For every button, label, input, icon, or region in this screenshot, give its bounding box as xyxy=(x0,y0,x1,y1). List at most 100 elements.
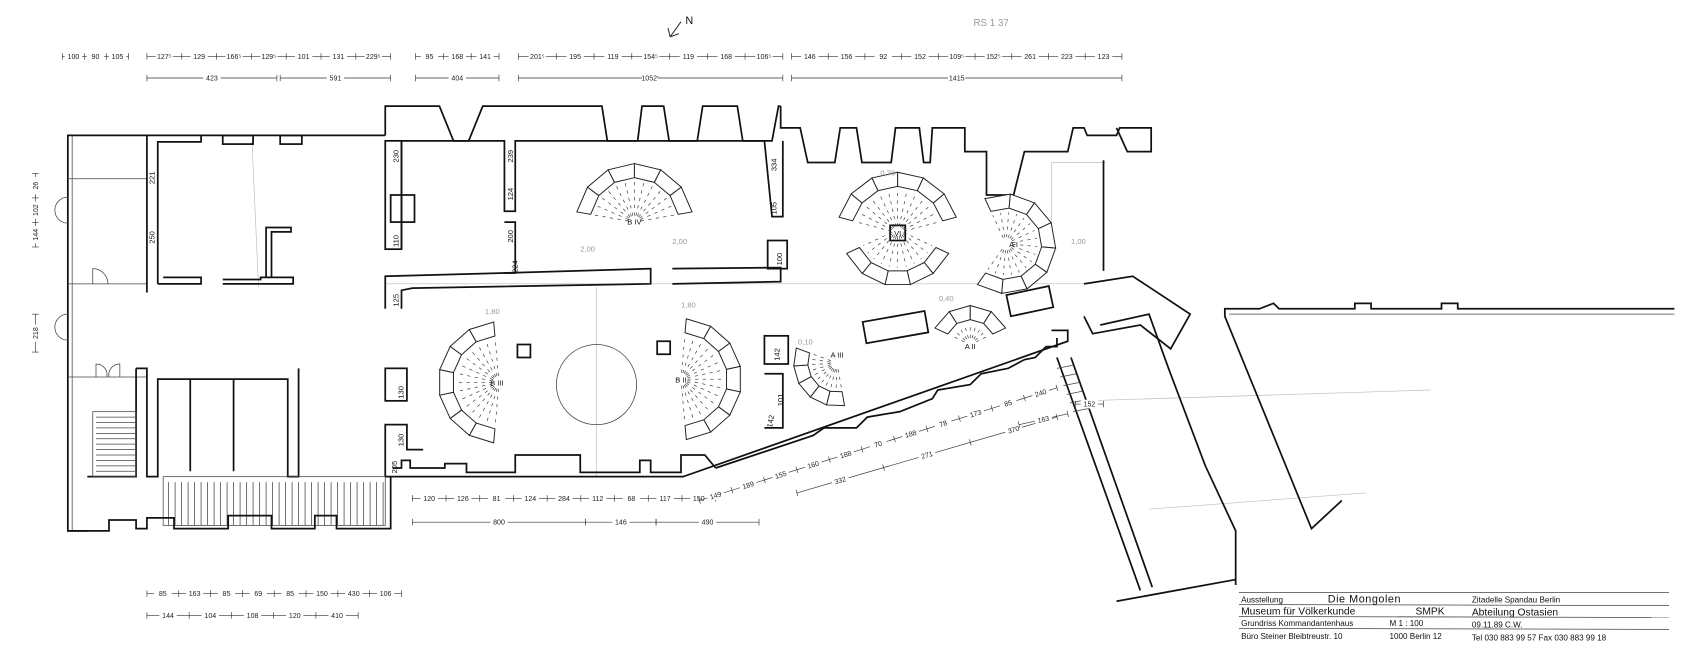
exhibit-bench: B II xyxy=(675,318,742,441)
dimension-tick xyxy=(1055,384,1059,392)
dimension-chain: 423 xyxy=(146,73,278,82)
dimension-tick xyxy=(763,476,766,484)
room-label: 130 xyxy=(397,434,406,447)
dimension-label: 146 xyxy=(615,520,627,527)
room-label: 101 xyxy=(776,394,785,407)
dimension-label: 105 xyxy=(112,54,124,61)
dimension-label: 154⁵ xyxy=(643,54,658,61)
dimension-chain: 1052⁵ xyxy=(518,73,784,82)
dimension-tick xyxy=(828,456,831,463)
exhibit-bench: A I xyxy=(976,193,1057,295)
pencil-dim: 0,40 xyxy=(939,294,954,303)
dimension-label: 106⁵ xyxy=(757,54,772,61)
exhibit-bench: A II xyxy=(934,304,1007,351)
dimension-label: 92 xyxy=(879,54,887,61)
dimension-label: 423 xyxy=(206,75,218,82)
dimension-label: 112 xyxy=(592,496,603,503)
dimension-label: 100 xyxy=(68,54,80,61)
dimension-label: 85 xyxy=(286,591,294,598)
pencil-dim: 0,70 xyxy=(880,168,895,177)
door-icon xyxy=(54,313,68,341)
tb-office: Büro Steiner Bleibtreustr. 10 xyxy=(1241,632,1343,641)
dimension-label: 101 xyxy=(298,54,310,61)
dimension-label: 188 xyxy=(904,430,917,440)
room-label: 100 xyxy=(775,253,784,266)
dimension-label: 120 xyxy=(423,496,435,503)
dimension-tick xyxy=(1017,421,1021,428)
dimension-label: 146 xyxy=(804,54,816,61)
tb-scale: M 1 : 100 xyxy=(1390,619,1424,628)
dimension-label: 168 xyxy=(720,54,732,61)
room-label: 125 xyxy=(391,294,400,307)
stair-icon xyxy=(96,416,137,472)
showcase xyxy=(1005,285,1055,318)
title-block: Ausstellung Die Mongolen Zitadelle Spand… xyxy=(1238,592,1670,642)
dimension-label: 1052⁵ xyxy=(641,75,660,82)
dimension-tick xyxy=(893,435,896,443)
dimension-chain: 591 xyxy=(279,73,391,82)
room-label: 110 xyxy=(391,235,400,247)
exhibit-bench: VI xyxy=(838,171,957,238)
dimension-label: 120 xyxy=(289,613,301,620)
dimension-label: 1415 xyxy=(949,75,965,82)
dimension-chain: 163 xyxy=(1017,410,1069,428)
dimension-label: 69 xyxy=(254,591,262,598)
dimension-label: 150 xyxy=(316,591,328,598)
north-label: N xyxy=(685,15,693,27)
dimension-label: 68 xyxy=(627,496,635,503)
dimension-tick xyxy=(1023,394,1026,402)
dimension-label: 70 xyxy=(874,441,884,450)
dimension-label: 108 xyxy=(247,613,259,620)
dimension-label: 370 xyxy=(1007,426,1020,436)
dimension-chain: 152 xyxy=(1075,399,1104,409)
dimension-tick xyxy=(795,466,799,473)
room-label: 224 xyxy=(510,260,519,273)
dimension-label: 284 xyxy=(558,496,570,503)
dimension-label: 163 xyxy=(1037,416,1050,425)
dimension-label: 119 xyxy=(683,54,694,61)
dimension-chain: 146 xyxy=(585,517,657,527)
room-label: 250 xyxy=(148,231,157,244)
dimension-tick xyxy=(1066,410,1069,418)
exhibit-bench: B IV xyxy=(576,162,693,226)
exhibition-title: Die Mongolen xyxy=(1328,593,1401,605)
dimension-label: 85 xyxy=(223,591,231,598)
dimension-label: 95 xyxy=(426,54,434,61)
dimension-label: 127⁵ xyxy=(157,54,172,61)
dimension-label: 271 xyxy=(921,451,934,461)
dimension-tick xyxy=(795,489,799,497)
tb-org: SMPK xyxy=(1416,606,1445,617)
dimension-label: 223 xyxy=(1061,54,1073,61)
dimension-label: 166⁵ xyxy=(227,54,242,61)
tb-label: Ausstellung xyxy=(1241,595,1283,604)
dimension-tick xyxy=(860,446,864,453)
dimension-label: 173 xyxy=(969,409,982,419)
building-walls xyxy=(54,105,1675,603)
room-label: 142 xyxy=(765,414,776,428)
dimension-label: 144 xyxy=(33,229,40,241)
room-label: 105 xyxy=(769,202,778,215)
room-labels: 221 250 230 110 125 130 130 205 239 124 … xyxy=(148,150,785,474)
exhibit-bench: B III xyxy=(438,321,504,444)
dimension-label: 85 xyxy=(159,591,167,598)
dimension-label: 155 xyxy=(774,471,787,481)
dimension-label: 149 xyxy=(709,491,722,501)
dimension-chain: 1415 xyxy=(791,73,1123,82)
exhibit-label: B III xyxy=(490,379,503,388)
dimension-label: 141 xyxy=(479,54,491,61)
north-arrow-icon: N xyxy=(667,15,693,38)
pencil-guides xyxy=(251,140,1431,510)
showcase xyxy=(656,340,672,356)
dimension-label: 129 xyxy=(193,54,205,61)
room-label: 200 xyxy=(506,230,515,243)
dimension-label: 156 xyxy=(841,54,853,61)
dimension-chain: 490 xyxy=(655,517,760,527)
tb-city: 1000 Berlin 12 xyxy=(1390,632,1443,641)
